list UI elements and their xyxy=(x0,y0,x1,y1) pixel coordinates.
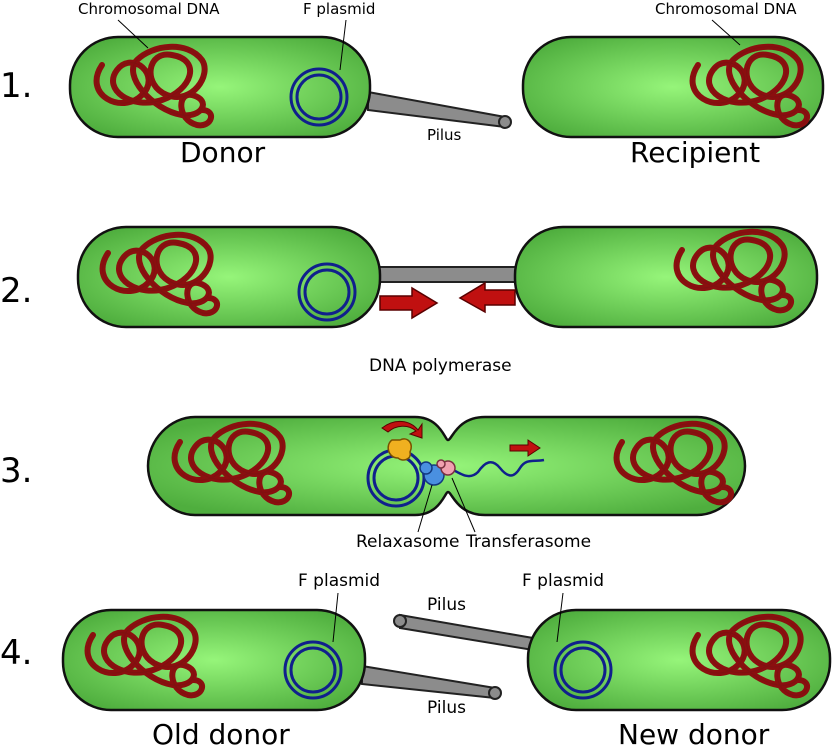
pilus-label-step1: Pilus xyxy=(427,126,462,144)
f-plasmid-step2 xyxy=(297,262,357,322)
new-donor-cell xyxy=(526,608,832,712)
leader-relaxasome xyxy=(417,484,433,533)
transfer-arrow-step3 xyxy=(509,439,541,457)
f-plasmid-label-old: F plasmid xyxy=(298,571,380,591)
donor-label: Donor xyxy=(180,136,266,169)
chromosomal-dna-label-right: Chromosomal DNA xyxy=(655,0,797,18)
f-plasmid-old-donor xyxy=(283,640,343,700)
relaxasome-label: Relaxasome xyxy=(356,532,459,552)
pilus-label-step4-bottom: Pilus xyxy=(427,698,466,718)
dna-polymerase-label: DNA polymerase xyxy=(369,356,512,376)
leader-transferasome xyxy=(451,477,476,533)
relaxasome-icon xyxy=(419,461,445,486)
step-number-2: 2. xyxy=(0,271,32,311)
pilus-step4-top xyxy=(393,613,534,652)
pilus-step4-bottom xyxy=(361,664,502,700)
leader-chromosomal-right xyxy=(711,19,741,46)
transferasome-icon xyxy=(436,459,456,476)
arrow-left-step2 xyxy=(458,281,516,314)
step-number-3: 3. xyxy=(0,451,32,491)
pilus-label-step4-top: Pilus xyxy=(427,595,466,615)
leader-chromosomal-left xyxy=(117,19,149,49)
old-donor-cell xyxy=(61,608,367,712)
transferasome-label: Transferasome xyxy=(465,532,591,552)
donor-cell xyxy=(68,35,372,139)
leader-f-plasmid xyxy=(339,19,347,71)
dna-polymerase-icon xyxy=(387,438,412,461)
pilus-step1 xyxy=(367,90,512,129)
step-number-4: 4. xyxy=(0,633,32,673)
pilus-step2 xyxy=(374,266,526,283)
leader-f-plasmid-old xyxy=(332,592,339,643)
f-plasmid-label-top: F plasmid xyxy=(303,0,375,18)
leader-f-plasmid-new xyxy=(556,592,564,643)
f-plasmid-label-new: F plasmid xyxy=(522,571,604,591)
transferred-ssdna xyxy=(449,458,545,478)
f-plasmid-new-donor xyxy=(553,640,613,700)
polymerase-direction-arrow xyxy=(381,421,423,439)
chromosomal-dna-label-left: Chromosomal DNA xyxy=(78,0,220,18)
recipient-cell-step2 xyxy=(513,225,819,329)
donor-cell-step2 xyxy=(76,225,382,329)
old-donor-label: Old donor xyxy=(152,718,290,747)
new-donor-label: New donor xyxy=(618,718,770,747)
recipient-label: Recipient xyxy=(630,136,760,169)
step-number-1: 1. xyxy=(0,66,32,106)
recipient-cell xyxy=(521,35,825,139)
arrow-right-step2 xyxy=(379,286,439,320)
f-plasmid-donor xyxy=(289,67,349,127)
